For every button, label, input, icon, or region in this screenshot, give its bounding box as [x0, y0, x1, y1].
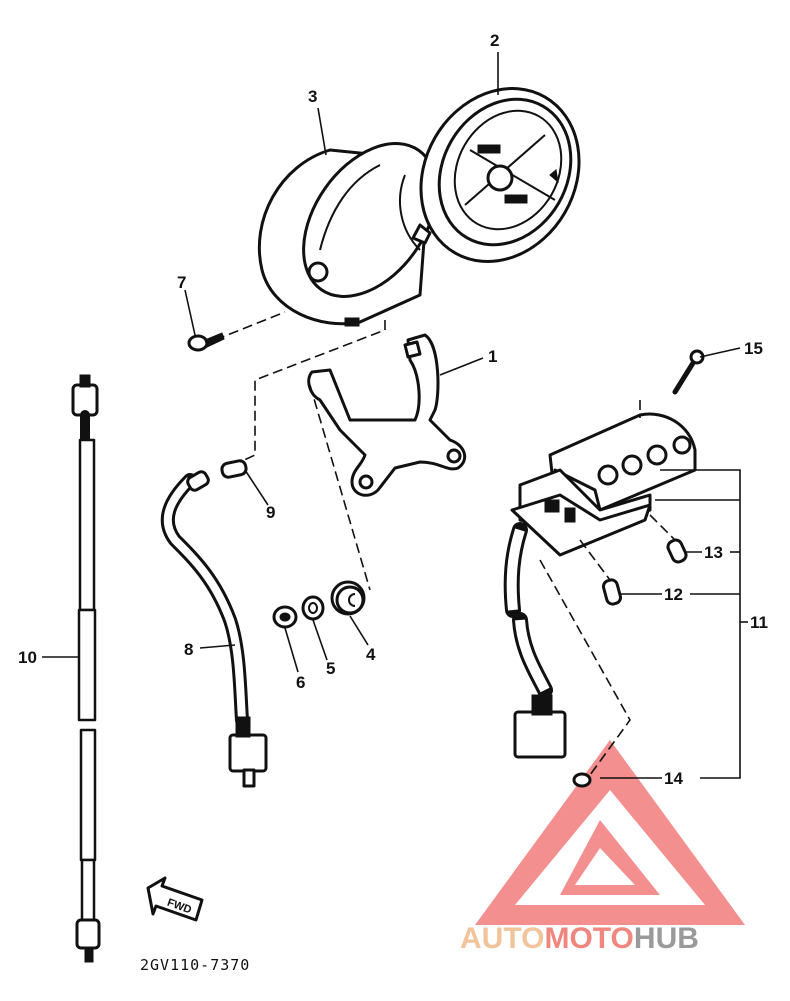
watermark-hub: HUB [634, 922, 699, 955]
svg-text:AUTOMOTOHUB: AUTOMOTOHUB [460, 922, 699, 955]
watermark-logo [475, 740, 745, 925]
callout-9: 9 [266, 503, 275, 522]
callout-4: 4 [366, 645, 376, 664]
nut-6 [272, 605, 298, 629]
callout-13: 13 [704, 543, 723, 562]
watermark-text: AUTOMOTOHUB [460, 922, 699, 955]
callout-2: 2 [490, 31, 499, 50]
callout-14: 14 [664, 769, 683, 788]
leader-lines [42, 52, 748, 779]
part-code: 2GV110-7370 [140, 956, 250, 974]
callout-12: 12 [664, 585, 683, 604]
part-14 [572, 772, 592, 788]
callout-8: 8 [184, 640, 193, 659]
callout-15: 15 [744, 339, 763, 358]
assembly-guides [214, 311, 676, 776]
speedometer-cable [71, 374, 101, 963]
meter-assembly [399, 87, 581, 263]
screw-7 [187, 332, 225, 352]
callout-6: 6 [296, 673, 305, 692]
washer-5 [301, 595, 325, 621]
callout-3: 3 [308, 87, 317, 106]
callout-7: 7 [177, 273, 186, 292]
bulb-12 [601, 578, 623, 606]
callout-5: 5 [326, 659, 335, 678]
indicator-assembly [503, 412, 697, 759]
damper-4 [330, 580, 366, 616]
forward-arrow: FWD [146, 876, 204, 922]
callout-1: 1 [488, 347, 497, 366]
callout-10: 10 [18, 648, 37, 667]
callout-11: 11 [750, 613, 768, 632]
callouts: 2 3 1 7 9 8 10 4 5 6 12 13 11 14 15 [18, 31, 768, 788]
meter-housing [257, 142, 438, 327]
grommet-9 [220, 459, 248, 479]
bulb-13 [666, 538, 688, 564]
screw-15 [672, 349, 705, 395]
meter-lead [160, 470, 268, 788]
watermark-auto: AUTO [460, 922, 544, 955]
bracket [307, 333, 467, 497]
watermark-moto: MOTO [544, 922, 633, 955]
